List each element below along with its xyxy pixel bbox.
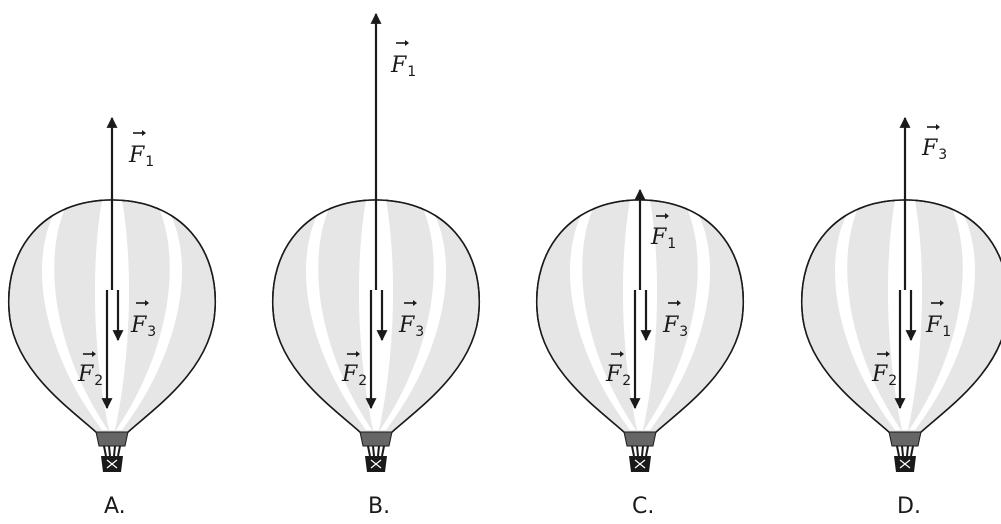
choice-a-label: A. xyxy=(104,494,126,519)
balloon-b-f1-label: F1 xyxy=(390,40,416,80)
choice-d-label: D. xyxy=(897,494,921,519)
choice-b-label: B. xyxy=(368,494,390,519)
choice-c-label: C. xyxy=(632,494,654,519)
svg-text:F3: F3 xyxy=(921,136,947,163)
svg-text:F1: F1 xyxy=(390,53,416,80)
balloon-d xyxy=(802,200,1001,472)
balloon-d-envelope xyxy=(802,200,1001,472)
svg-text:F1: F1 xyxy=(128,143,154,170)
balloon-d-f3-label: F3 xyxy=(921,124,947,163)
balloon-a-f1-label: F1 xyxy=(128,130,154,170)
